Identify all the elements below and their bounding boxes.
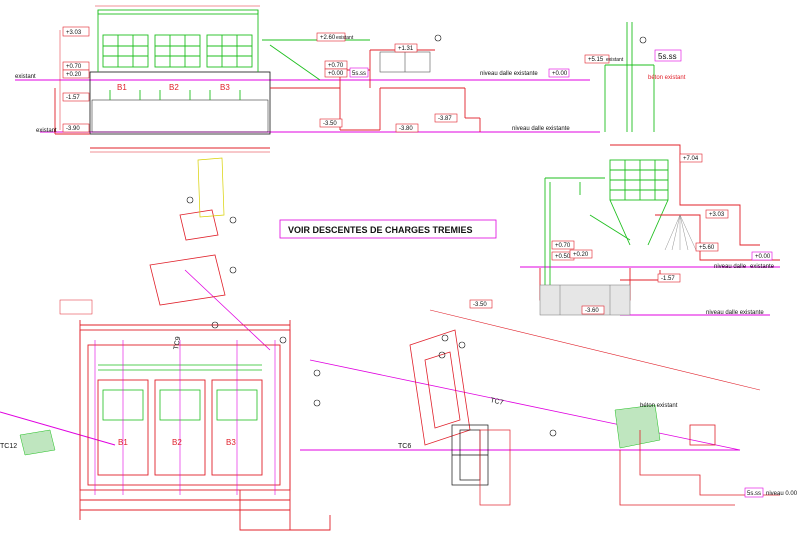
level-label: +0.20 — [573, 252, 589, 258]
right-fan-lines — [664, 214, 697, 251]
level-label: +0.20 — [66, 72, 82, 78]
tc9-yellow — [197, 157, 225, 218]
conveyor-tc12-line — [0, 411, 116, 446]
conveyor-tc7-line — [309, 359, 741, 451]
existant-label: existant — [15, 74, 36, 80]
hopper-structures — [97, 9, 370, 100]
title-box: VOIR DESCENTES DE CHARGES TREMIES — [279, 219, 497, 239]
bin-label-b1: B1 — [117, 83, 127, 92]
level-label: +0.70 — [66, 64, 82, 70]
right-plan-outline — [619, 424, 780, 506]
level-label: +3.03 — [709, 212, 725, 218]
conveyor-top-line — [429, 309, 761, 391]
level-label: +3.03 — [66, 30, 82, 36]
conveyor-label-tc7: TC7 — [490, 397, 504, 407]
stamp-small: 5ѕ.ѕѕ — [352, 71, 366, 77]
plant-plan-magenta — [94, 340, 276, 495]
conveyor-tc9-line — [184, 269, 271, 351]
level-labels-top: +3.03 +0.70 +0.20 -1.57 -3.90 existant e… — [15, 26, 686, 134]
level-label: -3.50 — [473, 302, 487, 308]
bin-label-b2: B2 — [169, 83, 179, 92]
dimension-lines — [59, 5, 270, 153]
marker-circle — [639, 36, 647, 44]
level-label: +0.00 — [755, 254, 771, 260]
niveau-dalle-label: niveau dalle — [714, 264, 747, 270]
level-label: +0.50 — [555, 254, 571, 260]
existant-label: existant — [336, 35, 354, 41]
level-label: +0.70 — [328, 63, 344, 69]
conveyor-label-tc6: TC6 — [398, 443, 411, 450]
bin-label-b3: B3 — [226, 438, 236, 447]
level-label: +5.15 — [588, 57, 604, 63]
conveyor-label-tc12: TC12 — [0, 443, 17, 450]
right-elevation: +7.04 +3.03 +5.60 +0.70 +0.50 +0.20 -1.5… — [469, 144, 780, 316]
stamp-bottom: 5ѕ.ѕѕ — [747, 491, 761, 497]
green-patch — [19, 429, 56, 456]
silo-top-right — [604, 22, 655, 132]
beton-existant-label: béton existant — [640, 403, 678, 409]
marker-circles — [186, 196, 557, 437]
level-label: +5.60 — [699, 245, 715, 251]
level-label: -3.50 — [323, 121, 337, 127]
lower-middle-red — [479, 429, 511, 506]
beton-existant-label: béton existant — [648, 75, 686, 81]
niveau-dalle-existante: niveau dalle existante — [480, 71, 538, 77]
conveyor-label-tc9: TC9 — [173, 336, 182, 350]
building-outline — [89, 71, 271, 135]
plant-plan — [79, 320, 331, 531]
existant-label: existant — [606, 57, 624, 63]
level-label: -3.80 — [399, 126, 413, 132]
level-label: +1.31 — [398, 46, 414, 52]
niveau-label: niveau 0.00 — [766, 491, 798, 497]
building-inner — [91, 99, 269, 133]
level-labels-right: +7.04 +3.03 +5.60 +0.70 +0.50 +0.20 -1.5… — [469, 153, 775, 316]
bin-label-b3: B3 — [220, 83, 230, 92]
stamp-right: 5ѕ.ѕѕ — [658, 52, 677, 61]
green-patch-right — [614, 404, 661, 449]
bottom-plan: B1 B2 B3 TC12 TC9 TC7 TC6 — [0, 157, 798, 531]
existante-label: existante — [750, 264, 775, 270]
level-label: +2.60 — [320, 35, 336, 41]
bin-label-b1: B1 — [118, 438, 128, 447]
foundation-outline — [54, 49, 481, 149]
level-label: +0.70 — [555, 243, 571, 249]
niveau-dalle-existante: niveau dalle existante — [706, 310, 764, 316]
existant-label: existant — [36, 128, 57, 134]
level-label: -3.60 — [585, 308, 599, 314]
right-silo — [544, 159, 669, 285]
bin-label-b2: B2 — [172, 438, 182, 447]
level-label: +0.00 — [328, 71, 344, 77]
level-label: -3.87 — [438, 116, 452, 122]
level-label: +0.00 — [552, 71, 568, 77]
tc9-element — [149, 209, 226, 306]
title-text: VOIR DESCENTES DE CHARGES TREMIES — [288, 225, 473, 235]
level-label: -1.57 — [66, 95, 80, 101]
lower-middle-box — [451, 424, 489, 486]
grey-structure — [379, 51, 431, 73]
niveau-dalle-existante: niveau dalle existante — [512, 126, 570, 132]
top-elevation: +3.03 +0.70 +0.20 -1.57 -3.90 existant e… — [15, 5, 686, 153]
marker-circle — [434, 34, 442, 42]
level-label: +7.04 — [683, 156, 699, 162]
level-label: -1.57 — [661, 276, 675, 282]
left-detail-box — [59, 299, 93, 315]
level-label: -3.90 — [66, 126, 80, 132]
